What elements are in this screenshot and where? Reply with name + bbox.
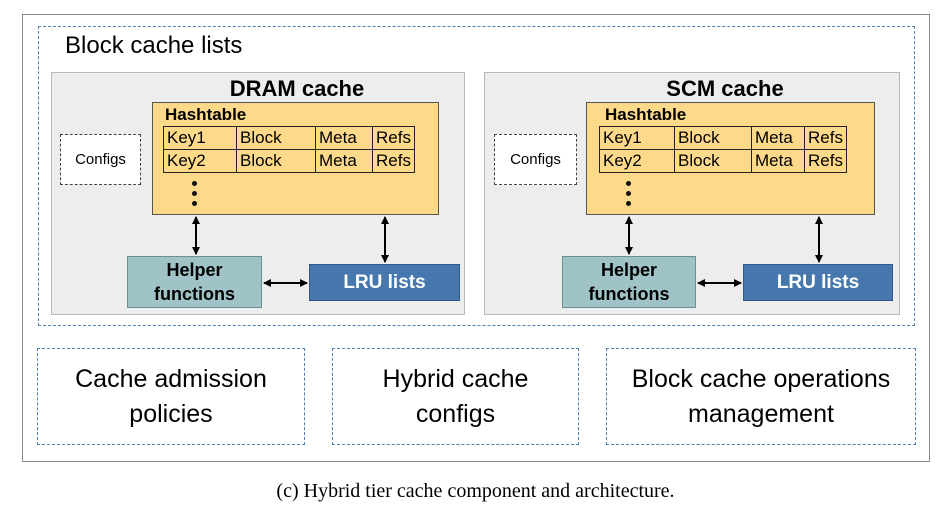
cache-admission-policies-box: Cache admission policies	[37, 348, 305, 445]
dram-configs-label: Configs	[75, 151, 126, 168]
scm-hashtable: Hashtable Key1 Block Meta Refs Key2 Bloc…	[586, 102, 875, 215]
dram-helper-functions: Helper functions	[127, 256, 262, 308]
dram-ellipsis-dots	[192, 181, 197, 211]
bottom-box-line: Hybrid cache	[382, 364, 529, 393]
scm-helper-functions: Helper functions	[562, 256, 696, 308]
refs-cell: Refs	[804, 149, 847, 173]
scm-hashtable-title: Hashtable	[605, 105, 687, 124]
dram-configs-box: Configs	[60, 134, 141, 185]
key-cell: Key1	[163, 126, 237, 150]
refs-cell: Refs	[372, 149, 415, 173]
dram-hashtable: Hashtable Key1 Block Meta Refs Key2 Bloc…	[152, 102, 439, 215]
dram-hashtable-title: Hashtable	[165, 105, 247, 124]
scm-hashtable-entries: Key1 Block Meta Refs Key2 Block Meta Ref…	[599, 126, 847, 173]
meta-cell: Meta	[315, 149, 373, 173]
scm-cache-title: SCM cache	[666, 76, 784, 101]
dram-lru-label: LRU lists	[343, 271, 426, 293]
block-cell: Block	[236, 149, 316, 173]
dram-hashtable-entries: Key1 Block Meta Refs Key2 Block Meta Ref…	[163, 126, 415, 173]
scm-configs-label: Configs	[510, 151, 561, 168]
dram-lru-lists: LRU lists	[309, 264, 460, 301]
dram-helper-line-2: functions	[154, 284, 235, 304]
scm-helper-line-2: functions	[588, 284, 670, 304]
table-row: Key1 Block Meta Refs	[599, 126, 847, 150]
bottom-box-line: policies	[129, 399, 213, 428]
refs-cell: Refs	[804, 126, 847, 150]
hybrid-cache-configs-box: Hybrid cache configs	[332, 348, 579, 445]
block-cell: Block	[674, 126, 752, 150]
scm-helper-line-1: Helper	[600, 260, 658, 280]
dram-helper-line-1: Helper	[166, 260, 223, 280]
block-cell: Block	[674, 149, 752, 173]
table-row: Key2 Block Meta Refs	[599, 149, 847, 173]
scm-configs-box: Configs	[494, 134, 577, 185]
bottom-box-line: Cache admission	[75, 364, 267, 393]
figure-caption: (c) Hybrid tier cache component and arch…	[276, 480, 675, 502]
dram-cache-title: DRAM cache	[229, 76, 365, 101]
key-cell: Key1	[599, 126, 675, 150]
meta-cell: Meta	[751, 149, 805, 173]
scm-lru-label: LRU lists	[776, 271, 860, 293]
architecture-frame	[22, 14, 930, 462]
bottom-box-line: configs	[415, 399, 496, 428]
block-cache-operations-box: Block cache operations management	[606, 348, 916, 445]
bottom-box-line: management	[688, 399, 834, 428]
meta-cell: Meta	[751, 126, 805, 150]
scm-lru-lists: LRU lists	[743, 264, 893, 301]
key-cell: Key2	[163, 149, 237, 173]
block-cell: Block	[236, 126, 316, 150]
table-row: Key2 Block Meta Refs	[163, 149, 415, 173]
bottom-box-line: Block cache operations	[631, 364, 891, 393]
block-cache-lists-container	[38, 26, 915, 326]
refs-cell: Refs	[372, 126, 415, 150]
scm-ellipsis-dots	[626, 181, 631, 211]
block-cache-lists-title: Block cache lists	[65, 32, 243, 59]
